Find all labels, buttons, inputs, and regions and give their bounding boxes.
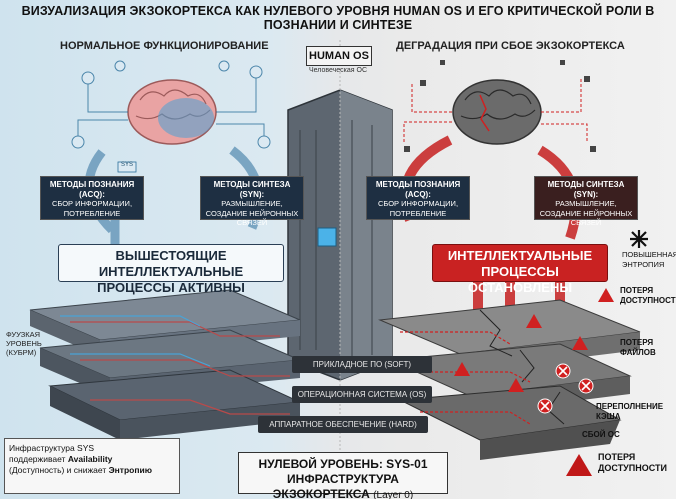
loss-availability-2-line2: ДОСТУПНОСТИ — [598, 463, 667, 473]
entropy-line2: ЭНТРОПИЯ — [622, 259, 665, 269]
physical-layer-line1: ФУУЗКАЯ — [6, 330, 41, 339]
loss-files-line1: ПОТЕРЯ — [620, 338, 654, 347]
infra-line2a: поддерживает — [9, 454, 68, 464]
right-acq-desc: СБОР ИНФОРМАЦИИ, ПОТРЕБЛЕНИЕ — [377, 199, 459, 218]
active-processes-banner: ВЫШЕСТОЯЩИЕ ИНТЕЛЛЕКТУАЛЬНЫЕ ПРОЦЕССЫ АК… — [58, 244, 284, 295]
warning-icon — [508, 378, 524, 392]
human-os-badge: HUMAN OS — [306, 46, 372, 66]
entropy-label: ПОВЫШЕННАЯ ЭНТРОПИЯ — [622, 250, 676, 269]
warning-icon — [598, 288, 614, 302]
right-panel-heading: ДЕГРАДАЦИЯ ПРИ СБОЕ ЭКЗОКОРТЕКСА — [396, 40, 625, 52]
right-syn-title: МЕТОДЫ СИНТЕЗА (SYN): — [547, 180, 625, 199]
os-failure-label: СБОЙ ОС — [582, 430, 620, 439]
left-syn-title: МЕТОДЫ СИНТЕЗА (SYN): — [213, 180, 291, 199]
right-syn-box: МЕТОДЫ СИНТЕЗА (SYN): РАЗМЫШЛЕНИЕ, СОЗДА… — [534, 176, 638, 227]
infra-entropy: Энтропию — [108, 465, 152, 475]
layer-hard-label: АППАРАТНОЕ ОБЕСПЕЧЕНИЕ (HARD) — [258, 416, 428, 433]
layer-soft-label: ПРИКЛАДНОЕ ПО (SOFT) — [292, 356, 432, 373]
warning-icon — [572, 336, 588, 350]
loss-availability-2-label: ПОТЕРЯ ДОСТУПНОСТИ — [598, 452, 667, 474]
left-panel-heading: НОРМАЛЬНОЕ ФУНКЦИОНИРОВАНИЕ — [60, 40, 269, 52]
infra-availability: Availability — [67, 454, 113, 464]
loss-files-label: ПОТЕРЯ ФАЙЛОВ — [620, 338, 656, 357]
left-acq-desc: СБОР ИНФОРМАЦИИ, ПОТРЕБЛЕНИЕ — [51, 199, 133, 218]
human-os-subtitle: Человеческая ОС — [308, 67, 368, 74]
warning-large-icon — [566, 454, 592, 476]
warning-icon — [526, 314, 542, 328]
infra-line3a: (Доступность) и снижает — [9, 465, 109, 475]
loss-availability-line1: ПОТЕРЯ — [620, 286, 654, 295]
entropy-line1: ПОВЫШЕННАЯ — [622, 250, 676, 259]
sys-tag: SYS — [120, 162, 133, 168]
physical-layer-line2: УРОВЕНЬ — [6, 339, 42, 348]
right-acq-title: МЕТОДЫ ПОЗНАНИЯ (ACQ): — [375, 180, 461, 199]
layer-zero-sub: (Layer 0) — [373, 490, 414, 499]
layer-zero-line2: ИНФРАСТРУКТУРА ЭКЗОКОРТЕКСА — [272, 472, 399, 499]
layer-zero-line1: НУЛЕВОЙ УРОВЕНЬ: SYS-01 — [258, 457, 428, 471]
right-acq-box: МЕТОДЫ ПОЗНАНИЯ (ACQ): СБОР ИНФОРМАЦИИ, … — [366, 176, 470, 220]
layer-zero-caption: НУЛЕВОЙ УРОВЕНЬ: SYS-01 ИНФРАСТРУКТУРА Э… — [238, 452, 448, 499]
left-syn-desc: РАЗМЫШЛЕНИЕ, СОЗДАНИЕ НЕЙРОННЫХ СВЯЗЕЙ — [205, 199, 299, 227]
page-title: ВИЗУАЛИЗАЦИЯ ЭКЗОКОРТЕКСА КАК НУЛЕВОГО У… — [21, 4, 655, 32]
left-brain — [127, 79, 217, 145]
physical-layer-line3: (КУБРМ) — [6, 348, 37, 357]
loss-availability-label: ПОТЕРЯ ДОСТУПНОСТИ — [620, 286, 676, 305]
left-platform — [29, 289, 302, 440]
warning-icon — [454, 362, 470, 376]
stopped-processes-banner: ИНТЕЛЛЕКТУАЛЬНЫЕ ПРОЦЕССЫ ОСТАНОВЛЕНЫ — [432, 244, 608, 295]
infrastructure-note: Инфраструктура SYS поддерживает Availabi… — [4, 438, 180, 494]
loss-availability-line2: ДОСТУПНОСТИ — [620, 295, 676, 305]
physical-layer-label: ФУУЗКАЯ УРОВЕНЬ (КУБРМ) — [6, 330, 50, 357]
left-acq-title: МЕТОДЫ ПОЗНАНИЯ (ACQ): — [49, 180, 135, 199]
right-brain — [452, 79, 542, 145]
cache-overflow-label: ПЕРЕПОЛНЕНИЕ КЭША — [596, 402, 663, 421]
layer-os-label: ОПЕРАЦИОННАЯ СИСТЕМА (OS) — [292, 386, 432, 403]
right-platform — [378, 299, 641, 460]
infra-line1: Инфраструктура SYS — [9, 443, 95, 453]
loss-files-line2: ФАЙЛОВ — [620, 347, 656, 357]
cache-overflow-line1: ПЕРЕПОЛНЕНИЕ — [596, 402, 664, 411]
left-syn-box: МЕТОДЫ СИНТЕЗА (SYN): РАЗМЫШЛЕНИЕ, СОЗДА… — [200, 176, 304, 227]
right-syn-desc: РАЗМЫШЛЕНИЕ, СОЗДАНИЕ НЕЙРОННЫХ СВЯЗЕЙ — [539, 199, 633, 227]
left-acq-box: МЕТОДЫ ПОЗНАНИЯ (ACQ): СБОР ИНФОРМАЦИИ, … — [40, 176, 144, 220]
cache-overflow-line2: КЭША — [596, 411, 621, 421]
loss-availability-2-line1: ПОТЕРЯ — [598, 452, 636, 462]
entropy-symbol — [630, 230, 648, 248]
